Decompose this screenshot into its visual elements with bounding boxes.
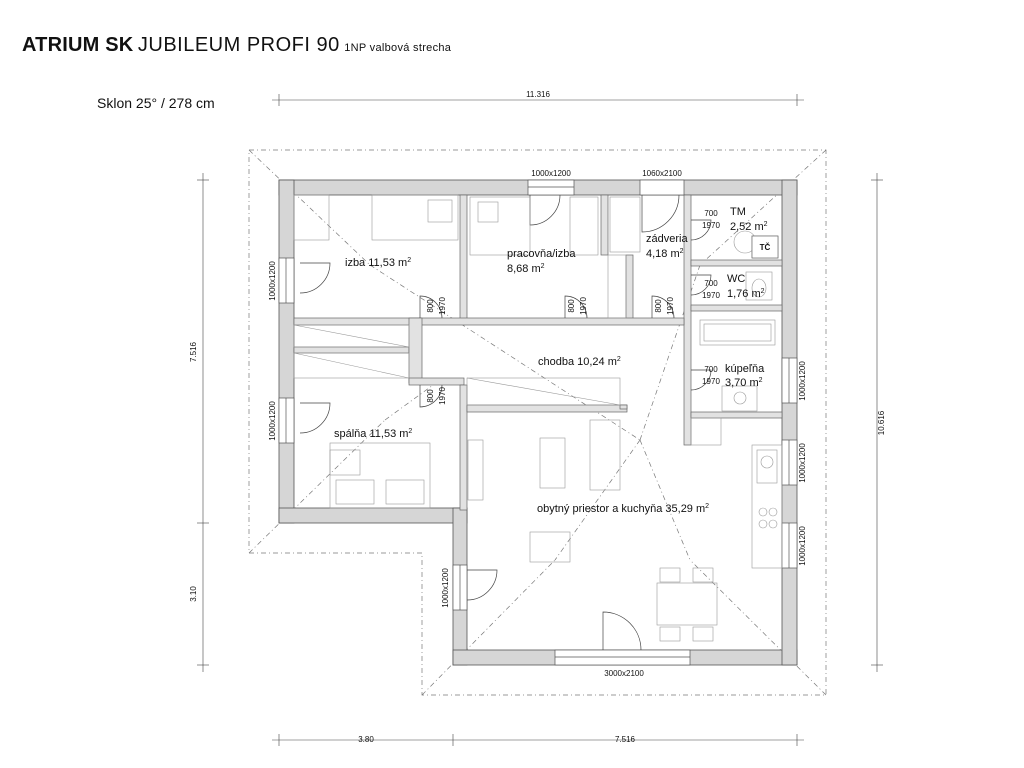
room-area-kupelna: 3,70 m2 [725, 377, 763, 389]
room-area-pracovna: 8,68 m2 [507, 263, 545, 275]
entrance-door [639, 179, 685, 196]
window-label-left-2: 1000x1200 [268, 401, 277, 441]
door-width-1: 800 [426, 299, 435, 313]
door-width-2: 800 [567, 299, 576, 313]
door-width-4: 800 [426, 389, 435, 403]
wc-door-height: 1970 [702, 291, 720, 300]
wc-door-width: 700 [704, 279, 718, 288]
room-area-zadveria: 4,18 m2 [646, 248, 684, 260]
model-name: JUBILEUM PROFI 90 [137, 34, 340, 56]
heat-pump-box [751, 235, 779, 259]
door-height-1: 1970 [438, 297, 447, 315]
tm-door-width: 700 [704, 209, 718, 218]
room-label-tm: TM [730, 206, 746, 218]
door-width-3: 800 [654, 299, 663, 313]
door-height-3: 1970 [666, 297, 675, 315]
dimension-bottom-right: 7.516 [615, 735, 636, 744]
window-label-right-3: 1000x1200 [798, 526, 807, 566]
door-height-4: 1970 [438, 387, 447, 405]
windows [278, 179, 798, 666]
door-height-2: 1970 [579, 297, 588, 315]
room-label-obytny: obytný priestor a kuchyňa 35,29 m2 [537, 503, 709, 515]
door-swings [299, 194, 712, 651]
room-label-zadveria: zádveria [646, 233, 688, 245]
room-label-kupelna: kúpeľňa [725, 363, 765, 375]
window-label-bottom: 3000x2100 [604, 669, 644, 678]
room-label-pracovna: pracovňa/izba [507, 248, 576, 260]
heat-pump-label: TČ [760, 243, 771, 252]
roof-slope-label: Sklon 25° / 278 cm [97, 95, 215, 111]
window-label-left-1: 1000x1200 [268, 261, 277, 301]
window-label-left-3: 1000x1200 [441, 568, 450, 608]
dimension-lines [197, 94, 883, 746]
dimension-top: 11.316 [526, 90, 550, 99]
drawing-subtitle: 1NP valbová strecha [344, 42, 452, 54]
bathroom-door-width: 700 [704, 365, 718, 374]
tm-door-height: 1970 [702, 221, 720, 230]
dimension-bottom-left: 3.80 [358, 735, 374, 744]
room-area-wc: 1,76 m2 [727, 288, 765, 300]
dimension-left-top: 7.516 [189, 341, 198, 362]
room-label-izba: izba 11,53 m2 [345, 257, 411, 269]
brand-name: ATRIUM SK [22, 34, 134, 56]
room-area-tm: 2,52 m2 [730, 221, 768, 233]
dimension-left-bottom: 3.10 [189, 586, 198, 602]
drawing-title: ATRIUM SK JUBILEUM PROFI 90 1NP valbová … [22, 34, 451, 57]
dimension-right: 10.616 [877, 410, 886, 435]
interior-walls [293, 194, 783, 511]
room-label-spalna: spálňa 11,53 m2 [334, 428, 412, 440]
room-label-wc: WC [727, 273, 745, 285]
bathroom-door-height: 1970 [702, 377, 720, 386]
window-label-top: 1000x1200 [531, 169, 571, 178]
room-label-chodba: chodba 10,24 m2 [538, 356, 621, 368]
window-label-right-2: 1000x1200 [798, 443, 807, 483]
furniture [293, 194, 783, 642]
window-label-right-1: 1000x1200 [798, 361, 807, 401]
entrance-door-label: 1060x2100 [642, 169, 682, 178]
